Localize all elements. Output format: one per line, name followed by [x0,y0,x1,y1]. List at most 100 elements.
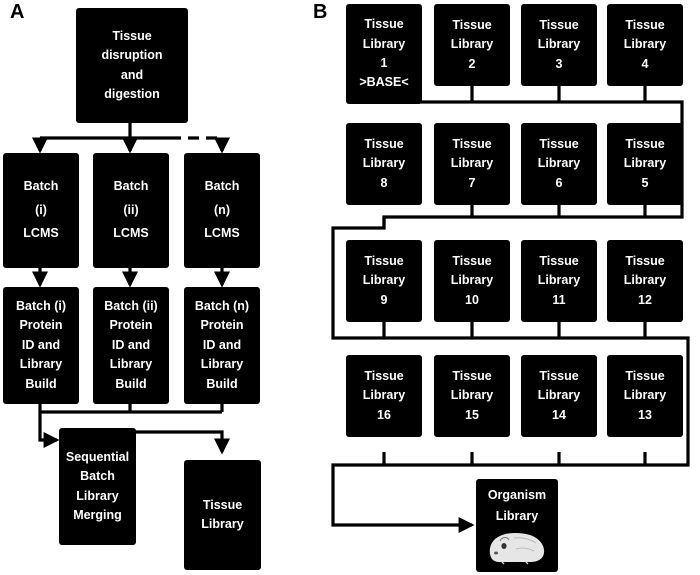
box-line: ID and [202,337,242,352]
panel-a-label: A [10,1,25,23]
box-line: 11 [552,292,566,307]
tissue-library-10-box: Tissue Library 10 [434,240,510,322]
box-line: Sequential [65,449,130,464]
box-line: Tissue [364,253,404,268]
box-line: Library [623,273,667,288]
tissue-library-6-box: Tissue Library 6 [521,123,597,205]
box-line: 7 [468,175,476,190]
box-line: Build [115,376,147,391]
box-line: Library [19,357,63,372]
organism-library-box: Organism Library [476,479,558,572]
box-line: Batch [23,178,59,193]
box-line: Tissue [452,368,492,383]
sequential-merging-box: Sequential Batch Library Merging [59,428,136,545]
tissue-library-4-box: Tissue Library 4 [607,4,683,86]
box-line: Protein [109,318,153,333]
tissue-library-16-box: Tissue Library 16 [346,355,422,437]
guinea-pig-icon [489,532,545,565]
box-line: Tissue [539,136,579,151]
box-line: 12 [638,292,652,307]
tissue-library-7-box: Tissue Library 7 [434,123,510,205]
box-line: disruption [101,48,163,63]
tissue-library-3-box: Tissue Library 3 [521,4,597,86]
box-line: 4 [641,56,649,71]
batch-i-lcms-box: Batch (i) LCMS [3,153,79,268]
box-line: Tissue [364,368,404,383]
box-line: and [120,67,144,82]
box-line: digestion [104,86,160,101]
box-line: Tissue [539,253,579,268]
box-line: 15 [465,407,479,422]
box-line: Tissue [625,17,665,32]
tissue-library-2-box: Tissue Library 2 [434,4,510,86]
box-line: Tissue [364,17,404,32]
box-line: Merging [73,507,122,522]
box-line: 8 [380,175,388,190]
box-line: (n) [214,202,230,217]
panel-b-label: B [313,1,328,23]
box-line: Batch (n) [194,299,250,314]
tissue-library-5-box: Tissue Library 5 [607,123,683,205]
box-line: Tissue [539,368,579,383]
box-line: Library [537,273,581,288]
box-line: Tissue [452,136,492,151]
arrow-to-merging [38,412,60,448]
box-line: LCMS [23,226,59,241]
box-line: Batch [204,178,240,193]
box-line: Tissue [539,17,579,32]
box-line: >BASE< [359,75,409,90]
tissue-library-14-box: Tissue Library 14 [521,355,597,437]
box-line: 16 [377,407,391,422]
box-line: Tissue [452,253,492,268]
batch-i-build-box: Batch (i) Protein ID and Library Build [3,287,79,404]
box-line: Batch [80,469,115,484]
tissue-library-box: Tissue Library [184,460,261,570]
box-line: Library [362,156,406,171]
box-line: Tissue [452,17,492,32]
box-line: Library [362,36,406,51]
box-line: Library [623,388,667,403]
box-line: Batch (ii) [104,299,158,314]
tissue-library-13-box: Tissue Library 13 [607,355,683,437]
box-line: Organism [487,488,547,502]
tissue-disruption-box: Tissue disruption and digestion [76,8,188,123]
box-line: Library [450,156,494,171]
tissue-library-1-box: Tissue Library 1 >BASE< [346,4,422,104]
box-line: Library [537,388,581,403]
box-line: LCMS [113,226,149,241]
box-line: Build [206,376,238,391]
box-line: (ii) [123,202,139,217]
box-line: 3 [555,56,563,71]
box-line: Tissue [625,136,665,151]
batch-n-build-box: Batch (n) Protein ID and Library Build [184,287,260,404]
box-line: Library [200,357,244,372]
snake-row3-row4 [384,336,690,467]
box-line: Library [623,156,667,171]
box-line: Library [450,388,494,403]
box-line: 10 [465,292,479,307]
box-line: Library [537,156,581,171]
box-line: Tissue [625,253,665,268]
box-line: Library [362,273,406,288]
box-line: 6 [555,175,563,190]
box-line: 5 [641,175,649,190]
box-line: 1 [380,56,388,70]
box-line: Library [537,37,581,52]
box-line: Library [495,509,539,524]
box-line: ID and [111,337,151,352]
box-line: Library [201,517,244,531]
box-line: Batch (i) [16,299,66,314]
box-line: ID and [21,337,61,352]
box-line: Batch [113,178,149,193]
tissue-library-8-box: Tissue Library 8 [346,123,422,205]
box-line: 13 [638,407,652,422]
box-line: Library [362,388,406,403]
box-line: Tissue [202,497,243,512]
tissue-library-12-box: Tissue Library 12 [607,240,683,322]
box-line: 14 [552,407,566,422]
batch-ii-build-box: Batch (ii) Protein ID and Library Build [93,287,169,404]
box-line: Library [76,488,119,503]
box-line: 2 [468,56,476,71]
box-line: Tissue [112,28,152,43]
tissue-library-9-box: Tissue Library 9 [346,240,422,322]
